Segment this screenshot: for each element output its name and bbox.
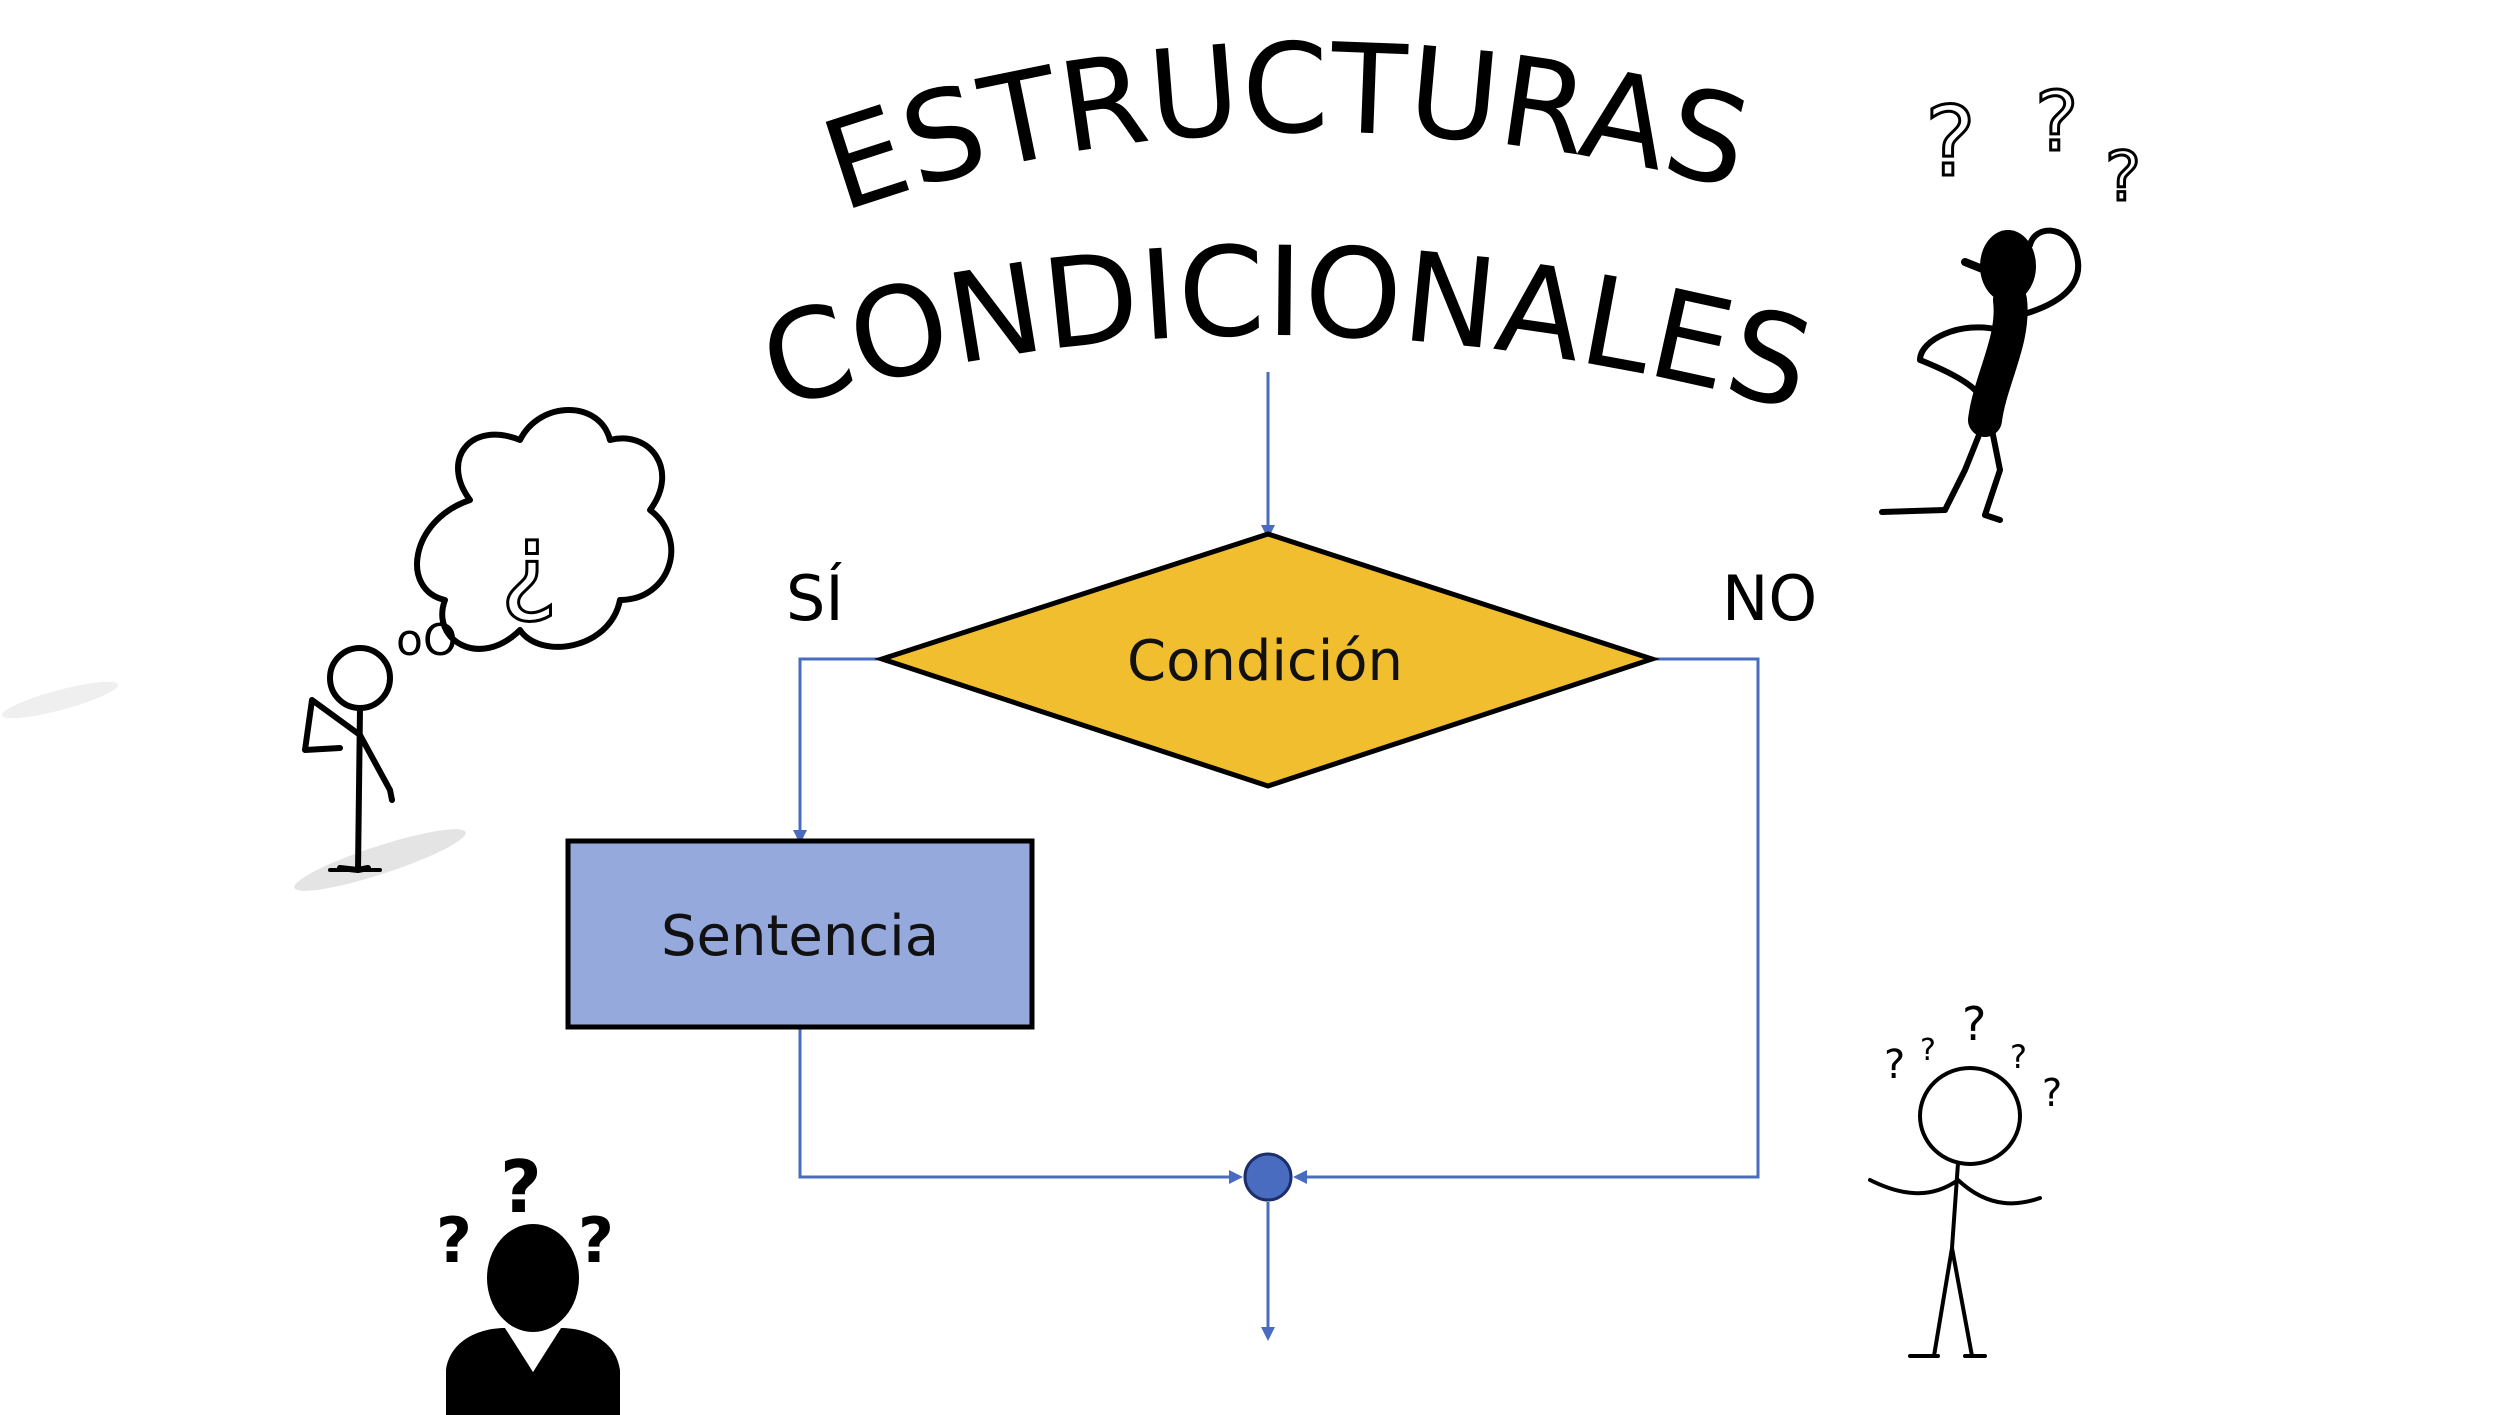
decision-diamond [873, 531, 1661, 789]
thinking-figure-illustration: ¿ oO [1, 407, 675, 891]
title-line-1: ESTRUCTURAS [807, 17, 1762, 240]
question-mark-icon: ? [500, 1145, 542, 1229]
thought-trail-icon: oO [396, 615, 458, 666]
title: ESTRUCTURAS CONDICIONALES [746, 17, 1825, 439]
question-mark-icon: ? [578, 1204, 614, 1277]
yes-label: SÍ [786, 562, 844, 635]
statement-box [565, 838, 1035, 1030]
question-mark-icon: ? [2105, 138, 2141, 217]
decision-node: Condición [873, 531, 1661, 789]
yes-branch-arrow [793, 657, 882, 844]
flow-connectors [793, 372, 1760, 1341]
inverted-question-mark-icon: ¿ [500, 498, 558, 626]
businessman-silhouette-illustration: ? ? ? [436, 1145, 620, 1415]
statement-label: Sentencia [661, 904, 939, 969]
question-mark-icon: ? [2042, 1071, 2062, 1115]
question-mark-icon: ? [1920, 1033, 1936, 1068]
confused-figure-illustration: ? ? ? [1879, 74, 2143, 523]
title-line-2: CONDICIONALES [746, 220, 1825, 439]
thought-bubble [414, 407, 675, 652]
decision-label: Condición [1127, 629, 1403, 694]
junction-circle [1243, 1152, 1293, 1202]
question-mark-icon: ? [1962, 997, 1986, 1051]
question-mark-icon: ? [1925, 86, 1976, 198]
statement-exit-arrow [798, 1027, 1243, 1184]
question-mark-icon: ? [1884, 1042, 1905, 1088]
question-mark-icon: ? [2035, 75, 2079, 170]
no-label: NO [1722, 562, 1817, 635]
statement-node: Sentencia [565, 838, 1035, 1030]
no-branch-line [1293, 657, 1760, 1184]
question-mark-icon: ? [2010, 1038, 2027, 1076]
shrugging-figure-illustration: ? ? ? ? ? [1868, 997, 2062, 1358]
question-mark-icon: ? [436, 1204, 472, 1277]
